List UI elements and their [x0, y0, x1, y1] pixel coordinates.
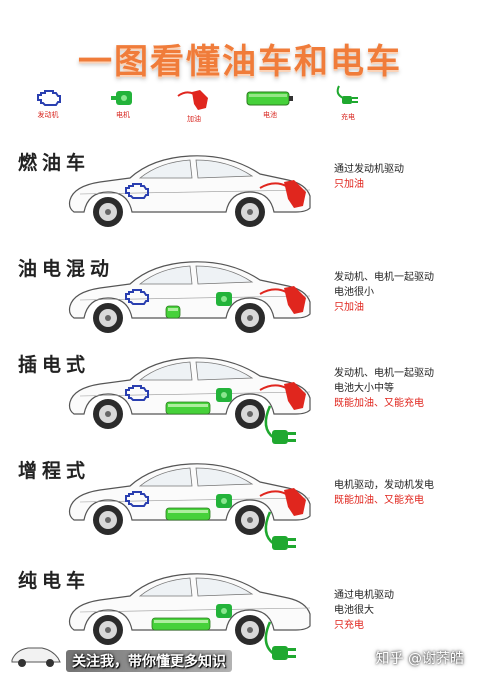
legend-label: 电机	[116, 111, 130, 119]
refuel-mode: 只充电	[334, 620, 364, 631]
battery-icon	[165, 507, 211, 521]
legend-label: 发动机	[37, 111, 59, 119]
battery-icon	[151, 617, 211, 631]
vehicle-type-label: 油电混动	[18, 258, 115, 280]
engine-icon	[125, 183, 149, 199]
car-logo-icon	[11, 647, 61, 667]
vehicle-row: 增程式电机驱动，发动机发电既能加油、又能充电	[0, 456, 480, 576]
legend-fuel: 加油	[164, 88, 224, 124]
fuel-nozzle-icon	[177, 90, 208, 110]
description-line: 电池很小	[334, 287, 374, 298]
vehicle-type-label: 燃油车	[18, 152, 91, 174]
legend-label: 充电	[341, 113, 355, 121]
fuel-nozzle-icon	[259, 382, 306, 410]
engine-icon	[125, 491, 149, 507]
motor-icon	[111, 91, 132, 105]
engine-icon	[125, 385, 149, 401]
legend-motor: 电机	[93, 88, 153, 120]
page-title: 一图看懂油车和电车	[78, 42, 402, 82]
car-body	[68, 261, 311, 319]
engine-icon	[37, 90, 61, 106]
vehicle-description: 通过发动机驱动只加油	[334, 162, 404, 192]
refuel-mode: 只加油	[334, 302, 364, 313]
refuel-mode: 既能加油、又能充电	[334, 398, 424, 409]
refuel-mode: 既能加油、又能充电	[334, 495, 424, 506]
car-illustration	[68, 155, 311, 227]
vehicle-description: 通过电机驱动电池很大只充电	[334, 588, 394, 633]
vehicle-type-label: 增程式	[18, 460, 91, 482]
footer: 关注我，带你懂更多知识 知乎 @谢荞皓	[0, 630, 480, 675]
watermark: 知乎 @谢荞皓	[375, 651, 464, 667]
charging-plug-icon	[336, 85, 358, 104]
car-illustration	[68, 261, 311, 333]
vehicle-row: 燃油车通过发动机驱动只加油	[0, 148, 480, 268]
vehicle-row: 插电式发动机、电机一起驱动电池大小中等既能加油、又能充电	[0, 350, 480, 470]
legend-label: 电池	[263, 111, 277, 119]
vehicle-row: 油电混动发动机、电机一起驱动电池很小只加油	[0, 254, 480, 374]
car-illustration	[68, 463, 311, 550]
description-line: 发动机、电机一起驱动	[334, 272, 434, 283]
description-line: 发动机、电机一起驱动	[334, 368, 434, 379]
fuel-nozzle-icon	[259, 180, 306, 208]
legend-label: 加油	[187, 115, 201, 123]
car-body	[68, 357, 311, 415]
car-illustration	[68, 573, 311, 660]
charging-plug-icon	[264, 621, 296, 660]
legend-plug: 充电	[318, 84, 378, 122]
car-body	[68, 463, 311, 521]
battery-icon	[165, 305, 181, 319]
vehicle-type-label: 插电式	[18, 354, 91, 376]
car-body	[68, 573, 311, 631]
legend-battery: 电池	[240, 88, 300, 120]
vehicle-description: 电机驱动，发动机发电既能加油、又能充电	[334, 478, 434, 508]
refuel-mode: 只加油	[334, 179, 364, 190]
car-body	[68, 155, 311, 213]
battery-icon	[165, 401, 211, 415]
engine-icon	[125, 289, 149, 305]
description-line: 通过发动机驱动	[334, 164, 404, 175]
vehicle-description: 发动机、电机一起驱动电池很小只加油	[334, 270, 434, 315]
charging-plug-icon	[264, 511, 296, 550]
vehicle-type-label: 纯电车	[18, 570, 91, 592]
legend-engine: 发动机	[18, 88, 78, 120]
vehicle-row: 纯电车通过电机驱动电池很大只充电	[0, 566, 480, 686]
fuel-nozzle-icon	[259, 286, 306, 314]
description-line: 电池大小中等	[334, 383, 394, 394]
vehicle-description: 发动机、电机一起驱动电池大小中等既能加油、又能充电	[334, 366, 434, 411]
follow-banner: 关注我，带你懂更多知识	[66, 650, 232, 672]
description-line: 电机驱动，发动机发电	[334, 480, 434, 491]
description-line: 通过电机驱动	[334, 590, 394, 601]
fuel-nozzle-icon	[259, 488, 306, 516]
charging-plug-icon	[264, 405, 296, 444]
car-illustration	[68, 357, 311, 444]
description-line: 电池很大	[334, 605, 374, 616]
battery-icon	[246, 91, 293, 106]
